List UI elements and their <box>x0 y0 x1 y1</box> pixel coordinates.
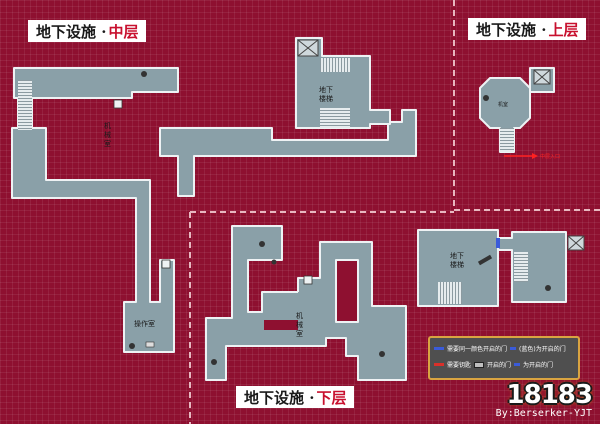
title-lower-level-name: 下层 <box>316 388 347 407</box>
item-icon-low-1 <box>259 241 265 247</box>
author-credit: By:Berserker-YJT <box>495 408 592 419</box>
blue-door <box>496 238 500 248</box>
room-labels: 地下 楼梯 机 械 室 操作室 机室 中层入口 机 械 室 地下 楼梯 <box>104 85 560 338</box>
title-upper-prefix: 地下设施 · <box>476 20 547 39</box>
label-machine-mid-1: 机 <box>104 121 111 130</box>
legend-row-key-door: 需要钥匙 开启的门 为开启的门 <box>434 360 553 369</box>
legend-row2-c: 为开启的门 <box>523 362 554 369</box>
key-icon <box>474 361 485 368</box>
lower-level-map <box>205 225 567 381</box>
door-icon-mid-1 <box>113 99 123 109</box>
title-middle-level-name: 中层 <box>108 22 139 41</box>
blue-swatch-small <box>510 347 517 350</box>
door-icon-mid-2 <box>161 259 171 269</box>
item-icon-mid-1 <box>141 71 147 77</box>
site-logo: 18183 <box>506 380 593 410</box>
label-machine-mid-2: 械 <box>104 130 111 139</box>
map-legend: 需要同一颜色开启的门 (蓝色)为开启的门 需要钥匙 开启的门 为开启的门 <box>428 336 580 380</box>
lower-gap <box>264 320 298 330</box>
key-icon-mid <box>145 341 155 348</box>
blue-swatch-small-2 <box>514 363 521 366</box>
title-middle-level: 地下设施 · 中层 <box>28 20 147 42</box>
middle-level-map <box>11 37 417 353</box>
item-icon-low-5 <box>545 285 551 291</box>
item-icon-low-4 <box>379 351 385 357</box>
label-stairs-low-1: 地下 <box>450 251 464 260</box>
weapon-icon-low <box>477 254 493 266</box>
item-icon-low-2 <box>271 259 277 265</box>
stairs-low-east <box>514 252 528 282</box>
title-upper-level-name: 上层 <box>548 20 579 39</box>
title-upper-level: 地下设施 · 上层 <box>468 18 587 40</box>
label-stairs-low-2: 楼梯 <box>450 260 464 269</box>
section-dividers <box>189 0 600 424</box>
label-machine-low-2: 械 <box>296 320 303 329</box>
label-upper-room: 机室 <box>498 101 508 108</box>
label-machine-low-1: 机 <box>296 311 303 320</box>
stairs-upper <box>500 128 514 152</box>
watermark: 18183 By:Berserker-YJT <box>495 380 593 420</box>
legend-row-color-door: 需要同一颜色开启的门 (蓝色)为开启的门 <box>434 344 566 353</box>
item-icon-low-3 <box>211 359 217 365</box>
legend-row2-b: 开启的门 <box>487 362 512 369</box>
label-stairs-mid-1: 地下 <box>319 85 333 94</box>
label-upper-entry: 中层入口 <box>540 153 560 160</box>
title-lower-prefix: 地下设施 · <box>244 388 315 407</box>
legend-row2-a: 需要钥匙 <box>447 362 472 369</box>
stairs-mid-room <box>320 108 350 128</box>
label-control-mid: 操作室 <box>134 319 155 328</box>
legend-row1-b: (蓝色)为开启的门 <box>519 346 566 353</box>
label-machine-mid-3: 室 <box>104 139 111 148</box>
red-swatch <box>434 363 444 366</box>
title-lower-level: 地下设施 · 下层 <box>236 386 355 408</box>
item-icon-mid-2 <box>129 343 135 349</box>
stairs-low-room <box>438 282 462 304</box>
legend-row1-a: 需要同一颜色开启的门 <box>447 346 508 353</box>
blue-swatch <box>434 347 444 350</box>
title-middle-prefix: 地下设施 · <box>36 22 107 41</box>
stairs-mid-top <box>320 58 350 72</box>
label-machine-low-3: 室 <box>296 329 303 338</box>
stairs-mid-west <box>18 80 32 130</box>
label-stairs-mid-2: 楼梯 <box>319 94 333 103</box>
door-icon-low <box>303 275 313 285</box>
item-icon-upper <box>483 95 489 101</box>
